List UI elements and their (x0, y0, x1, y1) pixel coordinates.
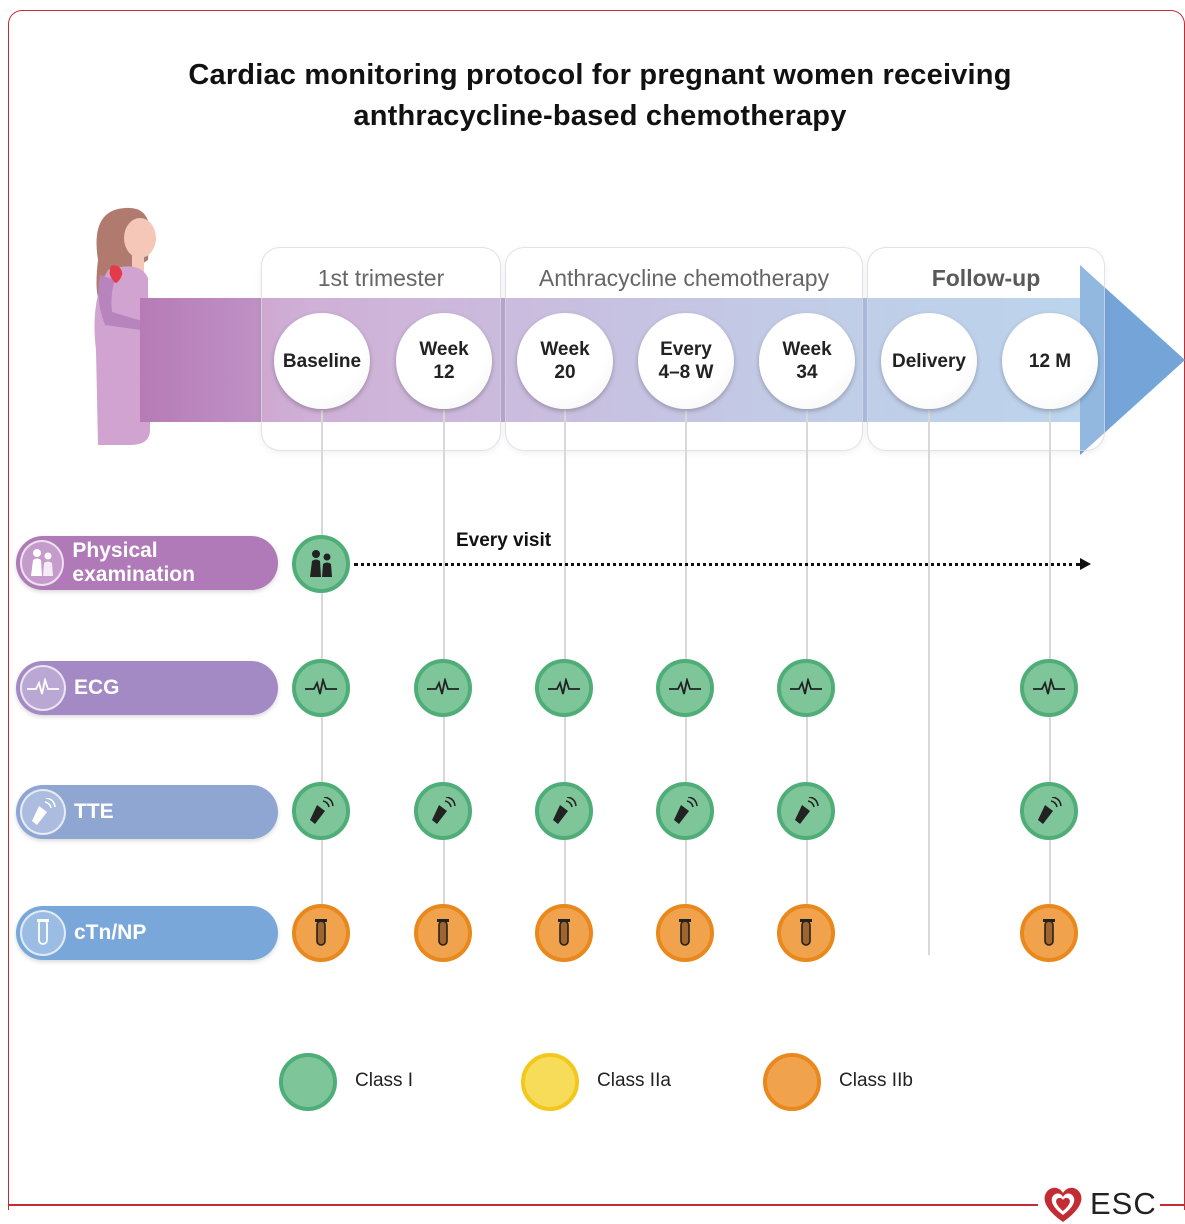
recommendation-dot-ecg (292, 659, 350, 717)
figure-title: Cardiac monitoring protocol for pregnant… (100, 55, 1100, 137)
timepoint-text: Week (540, 339, 590, 360)
ultrasound-probe-icon (553, 797, 577, 824)
row-label-text: TTE (74, 800, 114, 823)
every-visit-arrowhead (1080, 558, 1091, 570)
test-tube-icon (437, 919, 449, 946)
test-tube-icon (800, 919, 812, 946)
recommendation-dot-ecg (656, 659, 714, 717)
legend-label-class-i: Class I (355, 1070, 414, 1091)
ecg-wave-icon (427, 678, 459, 695)
every-visit-dotted-arrow (354, 563, 1080, 566)
heart-logo-icon (1044, 1187, 1082, 1222)
recommendation-dot-ecg (535, 659, 593, 717)
recommendation-dot-ctn-np (292, 904, 350, 962)
ecg-wave-icon (669, 678, 701, 695)
timepoint-text: 34 (796, 362, 818, 383)
timepoint-text: Delivery (892, 350, 966, 372)
timepoint-text: Every (660, 339, 712, 360)
title-line-2: anthracycline-based chemotherapy (353, 100, 847, 132)
recommendation-dot-ctn-np (414, 904, 472, 962)
recommendation-dot-tte (777, 782, 835, 840)
row-label-text: cTn/NP (74, 921, 147, 944)
ultrasound-probe-icon (795, 797, 819, 824)
row-label-ecg: ECG (16, 661, 278, 715)
esc-logo-text: ESC (1090, 1186, 1157, 1221)
legend-swatch-class-i (279, 1053, 337, 1111)
timepoint-delivery: Delivery (881, 313, 977, 409)
ecg-wave-icon (1033, 678, 1065, 695)
recommendation-dot-ecg (777, 659, 835, 717)
phase-label-chemotherapy: Anthracycline chemotherapy (538, 265, 830, 291)
row-label-physical-examination: Physical examination (16, 536, 278, 590)
doctor-patient-icon (20, 540, 65, 586)
ecg-wave-icon (20, 665, 66, 711)
recommendation-dot-tte (535, 782, 593, 840)
phase-label-follow-up: Follow-up (931, 265, 1041, 291)
ultrasound-probe-icon (20, 789, 66, 835)
phase-label-first-trimester: 1st trimester (317, 265, 445, 291)
frame-bottom-line (8, 1204, 1038, 1206)
pregnant-woman-icon (94, 207, 172, 445)
timepoint-12m: 12 M (1002, 313, 1098, 409)
timepoint-text: 4–8 W (658, 362, 714, 383)
test-tube-icon (679, 919, 691, 946)
ultrasound-probe-icon (1038, 797, 1062, 824)
recommendation-dot-physical-baseline (292, 535, 350, 593)
recommendation-dot-tte (1020, 782, 1078, 840)
timepoint-baseline: Baseline (274, 313, 370, 409)
row-label-tte: TTE (16, 785, 278, 839)
legend-swatch-class-iib (763, 1053, 821, 1111)
timepoint-text: 12 M (1028, 350, 1072, 372)
test-tube-icon (20, 910, 66, 956)
timepoint-text: Baseline (282, 350, 362, 372)
timepoint-text: Week (782, 339, 832, 360)
title-line-1: Cardiac monitoring protocol for pregnant… (188, 59, 1012, 91)
recommendation-dot-ctn-np (656, 904, 714, 962)
test-tube-icon (315, 919, 327, 946)
legend-label-class-iia: Class IIa (597, 1070, 671, 1091)
ultrasound-probe-icon (432, 797, 456, 824)
ultrasound-probe-icon (310, 797, 334, 824)
timepoint-text: 20 (554, 362, 576, 383)
row-label-text: Physical examination (72, 539, 195, 586)
doctor-patient-icon (310, 550, 332, 577)
guide-line-delivery (928, 410, 930, 955)
recommendation-dot-ecg (414, 659, 472, 717)
recommendation-dot-ecg (1020, 659, 1078, 717)
recommendation-dot-ctn-np (1020, 904, 1078, 962)
timepoint-text: 12 (433, 362, 455, 383)
ecg-wave-icon (790, 678, 822, 695)
recommendation-dot-tte (292, 782, 350, 840)
esc-logo: ESC (1042, 1184, 1157, 1224)
recommendation-dot-tte (414, 782, 472, 840)
test-tube-icon (558, 919, 570, 946)
figure-frame (8, 10, 1185, 1210)
legend-swatch-class-iia (521, 1053, 579, 1111)
ecg-wave-icon (305, 678, 337, 695)
test-tube-icon (1043, 919, 1055, 946)
row-label-ctn-np: cTn/NP (16, 906, 278, 960)
every-visit-label: Every visit (456, 530, 552, 551)
legend-label-class-iib: Class IIb (839, 1070, 913, 1091)
ecg-wave-icon (548, 678, 580, 695)
recommendation-dot-ctn-np (535, 904, 593, 962)
ultrasound-probe-icon (674, 797, 698, 824)
frame-bottom-line-right (1160, 1204, 1185, 1206)
row-label-text: ECG (74, 676, 120, 699)
timepoint-text: Week (419, 339, 469, 360)
recommendation-dot-ctn-np (777, 904, 835, 962)
recommendation-dot-tte (656, 782, 714, 840)
